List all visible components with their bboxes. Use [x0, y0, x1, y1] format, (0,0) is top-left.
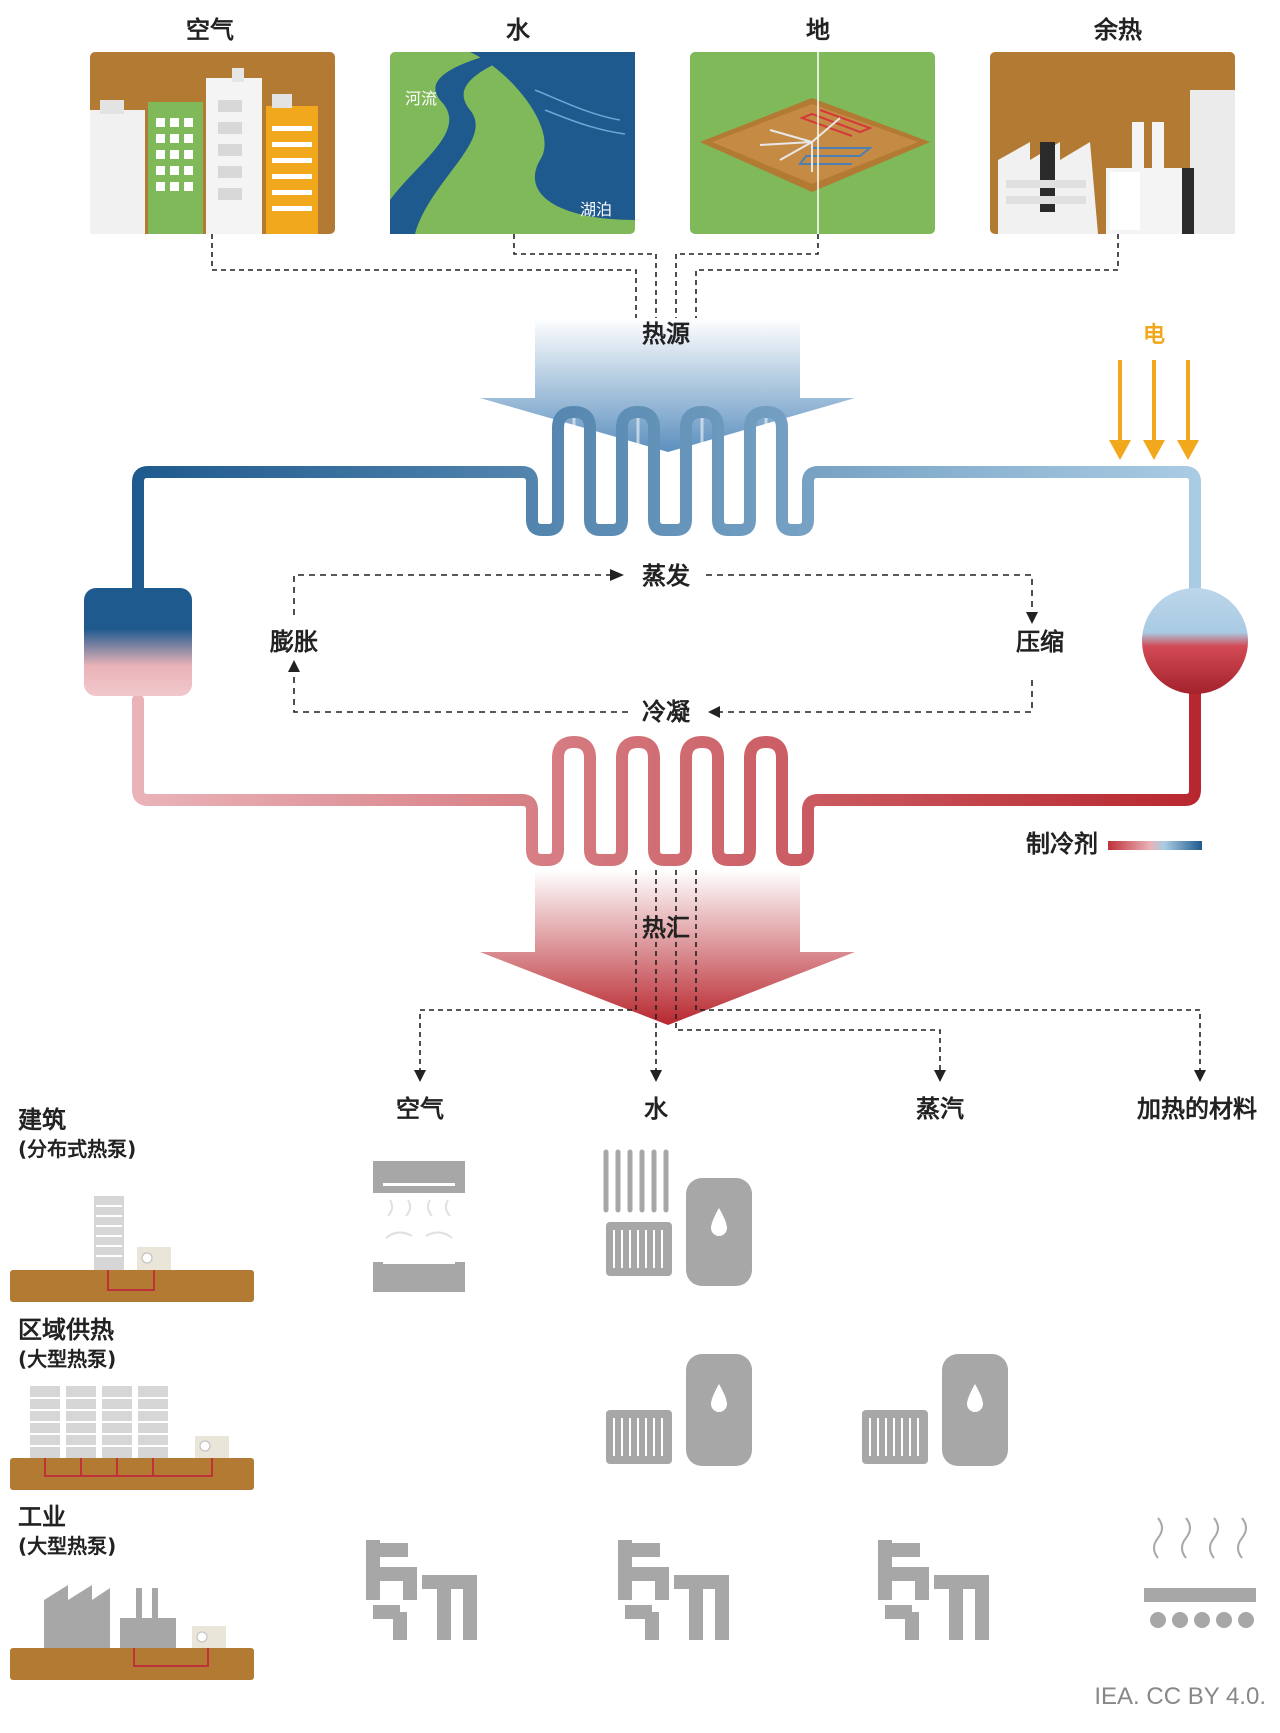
source-waste-heat-label: 余热	[1093, 16, 1142, 44]
buildings-illustration	[10, 1196, 254, 1302]
credit-text: IEA. CC BY 4.0.	[1094, 1683, 1266, 1710]
industry-subtitle: (大型热泵)	[18, 1534, 116, 1558]
river-label: 河流	[405, 89, 437, 108]
lake-label: 湖泊	[580, 200, 612, 219]
radiator-and-water-tank-icon	[603, 1149, 752, 1286]
heat-source-label: 热源	[642, 320, 690, 348]
buildings-subtitle: (分布式热泵)	[18, 1137, 136, 1161]
electricity-label: 电	[1143, 323, 1165, 348]
output-steam-label: 蒸汽	[916, 1095, 964, 1123]
evaporation-label: 蒸发	[642, 562, 690, 590]
air-source-illustration	[90, 52, 335, 234]
cycle-arrowheads	[288, 569, 1038, 718]
output-connectors	[419, 870, 1201, 1070]
loop-inner-highlight	[572, 418, 768, 850]
output-air-label: 空气	[396, 1095, 444, 1123]
source-water-label: 水	[506, 16, 531, 44]
output-arrowheads	[414, 1070, 1206, 1082]
output-heated-materials-label: 加热的材料	[1137, 1095, 1257, 1123]
air-conditioner-icon	[373, 1161, 465, 1292]
industry-title: 工业	[18, 1503, 66, 1531]
refrigerant-gradient-swatch	[1108, 841, 1202, 850]
refrigerant-label: 制冷剂	[1026, 830, 1098, 858]
cycle-arrows	[293, 574, 1033, 713]
district-illustration	[10, 1386, 254, 1490]
ground-source-illustration	[690, 52, 935, 234]
heated-materials-icon	[1144, 1517, 1256, 1628]
waste-heat-source-illustration	[990, 52, 1235, 234]
district-water-icon	[606, 1354, 752, 1466]
refrigerant-loop	[132, 406, 1201, 866]
water-source-illustration: 河流 湖泊	[390, 52, 635, 234]
industry-steam-pipes-icon	[878, 1540, 989, 1640]
source-air-label: 空气	[186, 16, 234, 44]
district-title: 区域供热	[18, 1316, 114, 1344]
district-steam-icon	[862, 1354, 1008, 1466]
industry-water-pipes-icon	[618, 1540, 729, 1640]
industry-illustration	[10, 1585, 254, 1680]
industry-air-pipes-icon	[366, 1540, 477, 1640]
district-subtitle: (大型热泵)	[18, 1347, 116, 1371]
condensation-label: 冷凝	[642, 698, 691, 726]
heat-sink-label: 热汇	[642, 914, 690, 942]
output-water-label: 水	[644, 1095, 669, 1123]
expansion-valve	[84, 588, 192, 696]
heat-sink-funnel	[480, 870, 855, 1025]
compressor	[1142, 588, 1248, 694]
electricity-arrows	[1109, 360, 1199, 460]
source-ground-label: 地	[806, 16, 830, 44]
expansion-label: 膨胀	[269, 628, 318, 656]
compression-label: 压缩	[1016, 628, 1064, 656]
buildings-title: 建筑	[18, 1106, 66, 1134]
